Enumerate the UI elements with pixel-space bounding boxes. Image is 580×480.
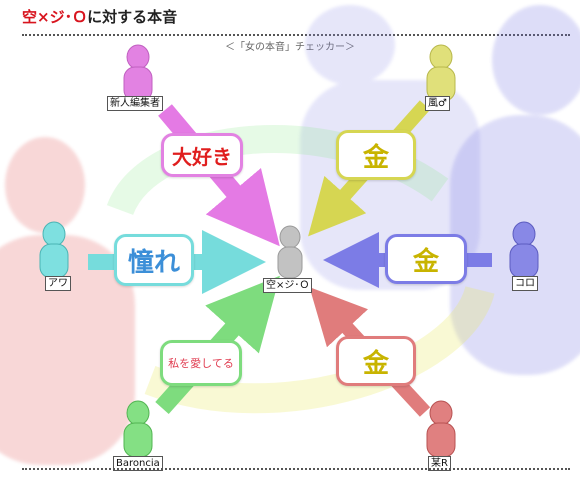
bottom-divider bbox=[22, 468, 570, 470]
background-figure-blue bbox=[450, 5, 580, 375]
relation-label-top-left: 大好き bbox=[161, 133, 243, 177]
person-figure-left bbox=[39, 221, 69, 279]
name-tag-bottom-left: Baroncia bbox=[113, 456, 163, 471]
title-rest: に対する本音 bbox=[87, 8, 178, 26]
relation-text-left: 憧れ bbox=[127, 247, 180, 278]
relation-text-top-right: 金 bbox=[362, 142, 389, 173]
name-tag-right: コロ bbox=[512, 276, 538, 291]
page-subtitle: ＜「女の本音」チェッカー＞ bbox=[225, 42, 355, 53]
top-divider bbox=[22, 34, 570, 36]
person-figure-center bbox=[277, 225, 303, 279]
name-tag-left: アワ bbox=[45, 276, 71, 291]
person-figure-top-right bbox=[426, 44, 456, 102]
name-tag-top-right: 風♂ bbox=[425, 96, 450, 111]
person-figure-bottom-left bbox=[123, 400, 153, 458]
page-title: 空×ジ･Ｏに対する本音 bbox=[22, 6, 177, 27]
person-figure-top-left bbox=[123, 44, 153, 102]
person-figure-bottom-right bbox=[426, 400, 456, 458]
title-highlight: 空×ジ･Ｏ bbox=[22, 8, 88, 26]
name-tag-top-left: 新人編集者 bbox=[107, 96, 163, 111]
relation-label-bottom-left: 私を愛してる bbox=[160, 340, 242, 386]
relation-text-top-left: 大好き bbox=[172, 144, 232, 169]
relation-label-top-right: 金 bbox=[336, 130, 416, 180]
relation-text-right: 金 bbox=[412, 246, 439, 277]
background-figure-red bbox=[0, 137, 135, 465]
relation-label-right: 金 bbox=[385, 234, 467, 284]
name-tag-bottom-right: 某R bbox=[428, 456, 451, 471]
name-tag-center: 空×ジ･Ｏ bbox=[263, 278, 313, 293]
relation-text-bottom-right: 金 bbox=[362, 348, 389, 379]
person-figure-right bbox=[509, 221, 539, 279]
relation-text-bottom-left: 私を愛してる bbox=[168, 357, 234, 370]
relation-label-left: 憧れ bbox=[114, 234, 194, 286]
relation-label-bottom-right: 金 bbox=[336, 336, 416, 386]
